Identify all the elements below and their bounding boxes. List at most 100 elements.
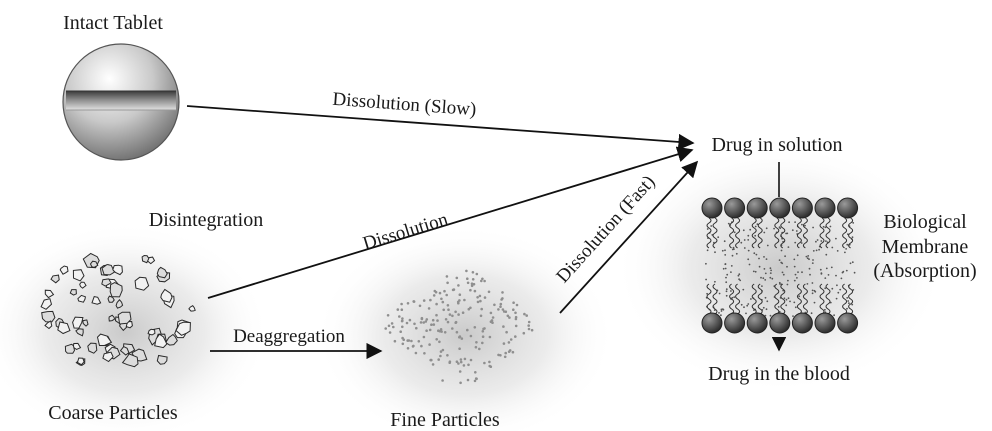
membrane-dot	[769, 276, 772, 279]
membrane-dot	[819, 268, 822, 271]
membrane-dot	[845, 269, 848, 272]
fine-particle	[508, 316, 511, 319]
membrane-dot	[725, 281, 728, 284]
fine-particle	[503, 355, 507, 359]
fine-particle	[413, 322, 416, 326]
coarse-particle	[119, 345, 130, 356]
coarse-particle	[59, 265, 69, 275]
fine-particle	[474, 345, 478, 349]
membrane-dot	[849, 262, 852, 265]
membrane-dot	[848, 302, 850, 305]
membrane-dot	[725, 288, 728, 291]
fine-particle	[432, 294, 436, 297]
fine-particle	[454, 310, 457, 314]
coarse-particle	[115, 299, 124, 309]
membrane-dot	[851, 303, 854, 306]
membrane-dot	[788, 221, 790, 224]
membrane-dot	[747, 303, 750, 305]
fine-particle	[414, 351, 418, 355]
membrane-dot	[793, 258, 796, 261]
fine-particle	[446, 304, 450, 307]
coarse-particle	[64, 343, 76, 354]
lipid-head	[746, 312, 768, 334]
coarse-particle	[76, 357, 85, 366]
lipid-tail	[802, 217, 808, 249]
fine-particle	[489, 311, 493, 315]
fine-particle	[446, 281, 449, 285]
fine-particle	[466, 277, 469, 281]
coarse-particle	[107, 295, 115, 303]
fine-particle	[412, 300, 416, 303]
fine-particle	[530, 328, 534, 332]
membrane-dot	[746, 304, 749, 307]
membrane-dot	[811, 262, 814, 264]
coarse-particle	[102, 351, 114, 363]
fine-particle	[514, 335, 517, 338]
membrane-dot	[800, 242, 803, 244]
lipid-tail	[780, 283, 786, 315]
membrane-dot	[851, 236, 854, 239]
membrane-dot	[725, 290, 728, 293]
lipid-tail	[842, 217, 848, 249]
lipid-tail	[780, 217, 786, 249]
membrane-dot	[798, 295, 801, 298]
fine-particle	[481, 330, 485, 333]
fine-particle	[388, 331, 392, 334]
membrane-dot	[795, 230, 798, 232]
fine-particle	[465, 269, 468, 273]
fine-particle	[514, 315, 518, 319]
fine-particle	[425, 318, 429, 321]
fine-particle	[476, 300, 480, 304]
lipid-head	[791, 197, 813, 219]
membrane-dot	[730, 271, 732, 273]
membrane-dot	[794, 221, 796, 224]
membrane-dot	[731, 296, 734, 299]
coarse-particle	[156, 354, 168, 365]
membrane-dot	[710, 225, 713, 227]
coarse-particle	[82, 319, 89, 327]
fine-particle	[469, 334, 473, 338]
membrane-dot	[773, 227, 775, 230]
fine-particle	[478, 347, 481, 351]
fine-particle	[506, 314, 510, 318]
fine-particle	[431, 318, 435, 322]
fine-particle	[442, 308, 446, 312]
membrane-dot	[769, 267, 772, 270]
membrane-dot	[809, 273, 811, 276]
membrane-dot	[765, 227, 768, 230]
coarse-particle	[134, 276, 150, 291]
fine-particle	[400, 302, 403, 306]
coarse-particle	[89, 260, 99, 268]
membrane-dot	[808, 267, 811, 270]
lipid-tail	[729, 283, 735, 315]
lipid-tail	[819, 283, 825, 315]
membrane-dot	[714, 280, 716, 283]
membrane-dot	[786, 283, 789, 286]
membrane-dot	[764, 279, 767, 281]
fine-particle	[445, 293, 449, 297]
fine-particle	[475, 341, 478, 344]
membrane-dot	[725, 294, 728, 297]
membrane-dot	[706, 228, 709, 230]
fine-particle	[483, 296, 487, 299]
fine-particle	[523, 312, 526, 316]
fine-particle	[457, 362, 460, 365]
fine-particle	[434, 290, 438, 294]
membrane-dot	[765, 308, 768, 311]
fine-particle	[405, 321, 409, 325]
fine-particle	[511, 350, 515, 354]
lipid-head	[746, 197, 768, 219]
fine-particle	[471, 278, 475, 281]
fine-particle	[401, 319, 404, 323]
fine-particle	[480, 307, 484, 311]
membrane-dot	[730, 290, 732, 292]
fine-particle	[451, 288, 455, 292]
coarse-particle	[57, 321, 71, 335]
fine-particle	[472, 282, 476, 286]
membrane-dot	[748, 263, 751, 266]
fine-particle	[401, 317, 404, 320]
fine-particle	[459, 381, 462, 385]
membrane-dot	[706, 292, 708, 295]
lipid-tail	[735, 217, 741, 249]
membrane-dot	[737, 274, 740, 277]
